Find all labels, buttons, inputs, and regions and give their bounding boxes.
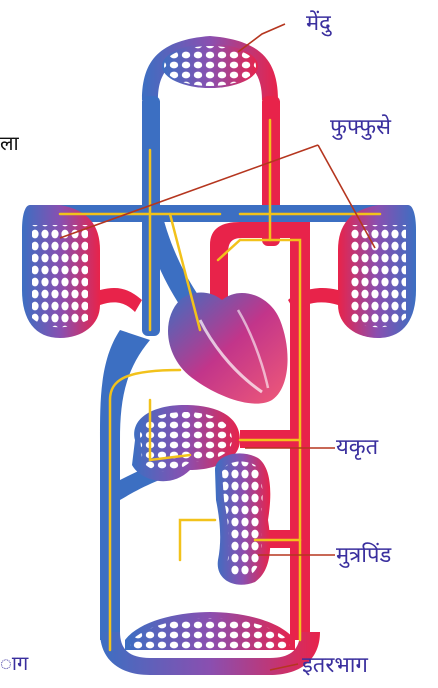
left-lung <box>22 205 142 338</box>
edge-text-bottom: ाग <box>0 651 29 675</box>
brain-capillary-bed <box>142 36 278 100</box>
edge-text-top: ला <box>0 131 20 155</box>
kidneys <box>215 453 270 584</box>
label-lungs: फुफ्फुसे <box>330 114 392 140</box>
label-kidneys: मुत्रपिंड <box>336 542 391 568</box>
label-other-parts: इतरभाग <box>302 653 369 678</box>
label-brain: मेंदु <box>306 10 332 37</box>
heart <box>168 293 288 404</box>
label-liver: यकृत <box>336 435 379 460</box>
